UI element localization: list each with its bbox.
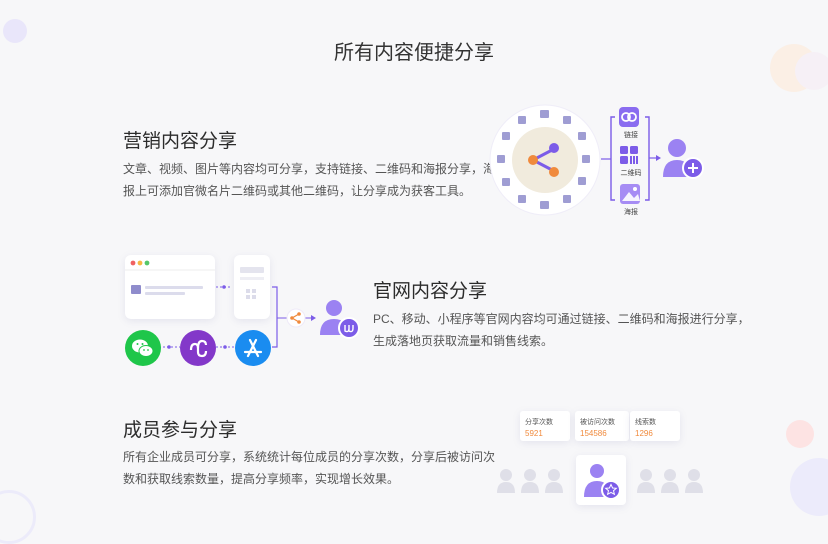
marketing-desc-line-1: 文章、视频、图片等内容均可分享，支持链接、二维码和海报分享，海 xyxy=(123,162,496,176)
decor-circle-bottom-right xyxy=(790,458,828,516)
member-avatar xyxy=(545,469,563,493)
member-avatar xyxy=(685,469,703,493)
appstore-icon xyxy=(235,330,271,366)
marketing-share-illustration xyxy=(489,104,704,216)
stat-card-leads: 线索数 1296 xyxy=(630,411,680,441)
pc-browser-card xyxy=(125,255,215,319)
decor-circle-top-left xyxy=(3,19,27,43)
member-avatar xyxy=(521,469,539,493)
mobile-page-icon xyxy=(240,267,264,299)
stat-value: 5921 xyxy=(525,429,543,438)
decor-circle-top-right-2 xyxy=(795,52,828,90)
link-icon xyxy=(619,107,639,127)
member-desc-line-1: 所有企业成员可分享，系统统计每位成员的分享次数，分享后被访问次 xyxy=(123,450,496,464)
page-title: 所有内容便捷分享 xyxy=(334,42,494,64)
stat-card-shares: 分享次数 5921 xyxy=(520,411,570,441)
stat-card-visits: 被访问次数 154586 xyxy=(575,411,629,441)
decor-circle-mid-right xyxy=(786,420,814,448)
stat-value: 1296 xyxy=(635,429,653,438)
website-desc-line-2: 生成落地页获取流量和销售线索。 xyxy=(373,334,554,348)
member-avatar xyxy=(661,469,679,493)
user-add-icon xyxy=(663,139,704,179)
stat-label: 线索数 xyxy=(635,419,656,426)
small-share-icon xyxy=(286,308,306,328)
website-desc-line-1: PC、移动、小程序等官网内容均可通过链接、二维码和海报进行分享， xyxy=(373,312,750,326)
stat-label: 分享次数 xyxy=(525,419,553,426)
decor-circle-bottom-left xyxy=(0,490,36,544)
member-desc-line-2: 数和获取线索数量，提高分享频率，实现增长效果。 xyxy=(123,472,400,486)
stat-label: 被访问次数 xyxy=(580,419,615,426)
mobile-phone-card xyxy=(234,255,270,319)
browser-window-icon xyxy=(125,260,215,295)
wechat-icon xyxy=(125,330,161,366)
user-link-icon xyxy=(320,300,360,339)
qrcode-label: 二维码 xyxy=(620,170,642,177)
share-icon xyxy=(528,143,559,177)
qrcode-icon xyxy=(620,146,638,164)
content-type-wheel xyxy=(489,104,601,216)
marketing-title: 营销内容分享 xyxy=(123,131,238,152)
stat-value: 154586 xyxy=(580,429,607,438)
link-label: 链接 xyxy=(624,132,638,139)
member-avatar xyxy=(637,469,655,493)
miniprogram-icon xyxy=(180,330,216,366)
poster-icon xyxy=(620,184,640,204)
member-avatar xyxy=(497,469,515,493)
featured-member-card xyxy=(576,455,626,505)
member-title: 成员参与分享 xyxy=(123,420,238,441)
website-title: 官网内容分享 xyxy=(373,281,488,302)
poster-label: 海报 xyxy=(624,209,638,216)
website-share-flow xyxy=(159,285,360,349)
member-avatars-row xyxy=(497,469,703,493)
user-star-icon xyxy=(584,464,621,500)
marketing-desc-line-2: 报上可添加官微名片二维码或其他二维码，让分享成为获客工具。 xyxy=(123,184,472,198)
